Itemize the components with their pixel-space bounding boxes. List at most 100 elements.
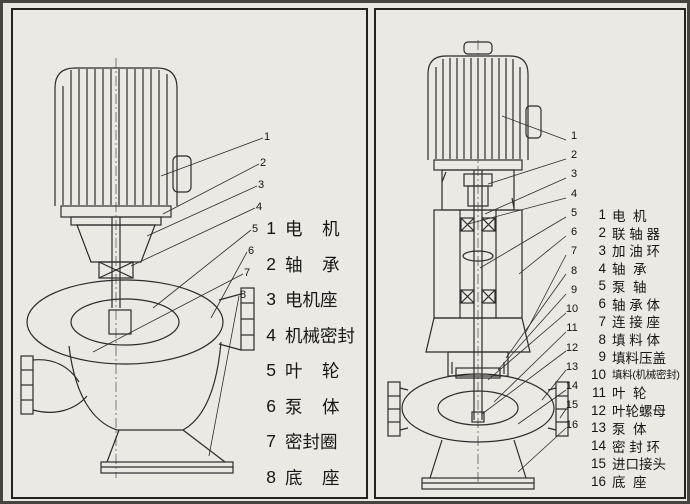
- right-leader-lines: [467, 115, 567, 473]
- motor: [54, 67, 192, 226]
- part-number: 9: [598, 349, 606, 365]
- part-number: 3: [598, 242, 606, 258]
- part-name: 电 机: [285, 219, 340, 240]
- part-name: 泵 体: [612, 421, 647, 437]
- parts-row: 4 机械密封: [265, 318, 368, 354]
- part-number: 3: [266, 289, 276, 310]
- callout-number: 1: [570, 130, 578, 142]
- parts-row: 14 密 封 环: [590, 437, 685, 455]
- part-number: 4: [598, 260, 606, 276]
- callout-number: 3: [570, 168, 578, 180]
- parts-row: 6 泵 体: [265, 389, 368, 425]
- callout-number: 5: [570, 207, 578, 219]
- part-number: 14: [590, 438, 606, 454]
- part-name: 泵 轴: [612, 279, 647, 295]
- motor-seat: [76, 224, 156, 263]
- callout-number: 10: [565, 303, 579, 315]
- part-number: 5: [266, 360, 276, 381]
- part-number: 7: [598, 313, 606, 329]
- callout-number: 8: [570, 265, 578, 277]
- part-number: 16: [590, 473, 606, 489]
- part-number: 13: [590, 420, 606, 436]
- part-number: 1: [266, 218, 276, 239]
- part-name: 电 机: [612, 208, 647, 224]
- part-name: 轴 承: [285, 254, 340, 275]
- parts-row: 6 轴 承 体: [590, 295, 685, 313]
- callout-number: 4: [570, 188, 578, 200]
- left-leader-lines: [92, 137, 264, 457]
- part-number: 1: [598, 207, 606, 223]
- part-name: 叶轮螺母: [612, 404, 666, 420]
- callout-number: 9: [570, 284, 578, 296]
- part-name: 轴 承 体: [612, 297, 661, 313]
- parts-row: 13 泵 体: [590, 419, 685, 437]
- part-name: 连 接 座: [612, 315, 661, 331]
- part-number: 10: [590, 367, 606, 383]
- left-pump-drawing: [20, 58, 264, 478]
- volute-casing: [387, 373, 569, 443]
- parts-row: 1 电 机: [265, 211, 368, 247]
- callout-number: 2: [570, 149, 578, 161]
- part-name: 底 座: [612, 475, 647, 491]
- part-name: 泵 体: [285, 396, 340, 417]
- part-name: 底 座: [285, 467, 340, 488]
- callout-number: 7: [570, 245, 578, 257]
- parts-row: 7 连 接 座: [590, 313, 685, 331]
- parts-row: 2 联 轴 器: [590, 224, 685, 242]
- parts-row: 3 加 油 环: [590, 242, 685, 260]
- callout-number: 6: [247, 245, 255, 257]
- volute-casing: [26, 279, 255, 365]
- callout-number: 15: [565, 399, 579, 411]
- base: [68, 341, 234, 474]
- part-name: 机械密封: [285, 325, 355, 346]
- mechanical-seal: [98, 261, 134, 279]
- callout-number: 1: [263, 131, 271, 143]
- motor: [427, 41, 542, 171]
- part-number: 6: [266, 395, 276, 416]
- callout-number: 16: [565, 419, 579, 431]
- part-number: 8: [598, 331, 606, 347]
- bearing-housing: [433, 209, 523, 319]
- parts-row: 3 电机座: [265, 282, 368, 318]
- parts-row: 4 轴 承: [590, 259, 685, 278]
- part-name: 电机座: [285, 290, 338, 311]
- parts-row: 11 叶 轮: [590, 384, 685, 402]
- callout-number: 14: [565, 380, 579, 392]
- part-number: 4: [266, 324, 276, 345]
- callout-number: 11: [566, 322, 578, 334]
- part-name: 填 料 体: [612, 333, 661, 349]
- part-number: 15: [590, 455, 606, 471]
- part-name: 密封圈: [285, 432, 338, 453]
- callout-number: 2: [259, 157, 267, 169]
- part-name: 叶 轮: [612, 386, 647, 402]
- base: [421, 439, 535, 490]
- callout-number: 3: [257, 179, 265, 191]
- callout-number: 7: [243, 267, 251, 279]
- part-number: 11: [591, 384, 606, 400]
- callout-number: 12: [565, 342, 579, 354]
- parts-row: 2 轴 承: [265, 247, 368, 283]
- callout-number: 5: [251, 223, 259, 235]
- right-pump-drawing: [387, 40, 569, 490]
- part-number: 2: [598, 225, 606, 241]
- part-number: 2: [266, 253, 276, 274]
- part-name: 填料(机械密封): [612, 369, 680, 382]
- parts-row: 8 填 料 体: [590, 330, 685, 349]
- part-name: 轴 承: [612, 262, 647, 278]
- callout-number: 8: [239, 289, 247, 301]
- parts-row: 16 底 座: [590, 472, 685, 491]
- part-name: 联 轴 器: [612, 226, 661, 242]
- part-name: 密 封 环: [612, 439, 661, 455]
- part-name: 加 油 环: [612, 244, 661, 260]
- packing-assembly: [425, 317, 531, 379]
- part-number: 6: [598, 296, 606, 312]
